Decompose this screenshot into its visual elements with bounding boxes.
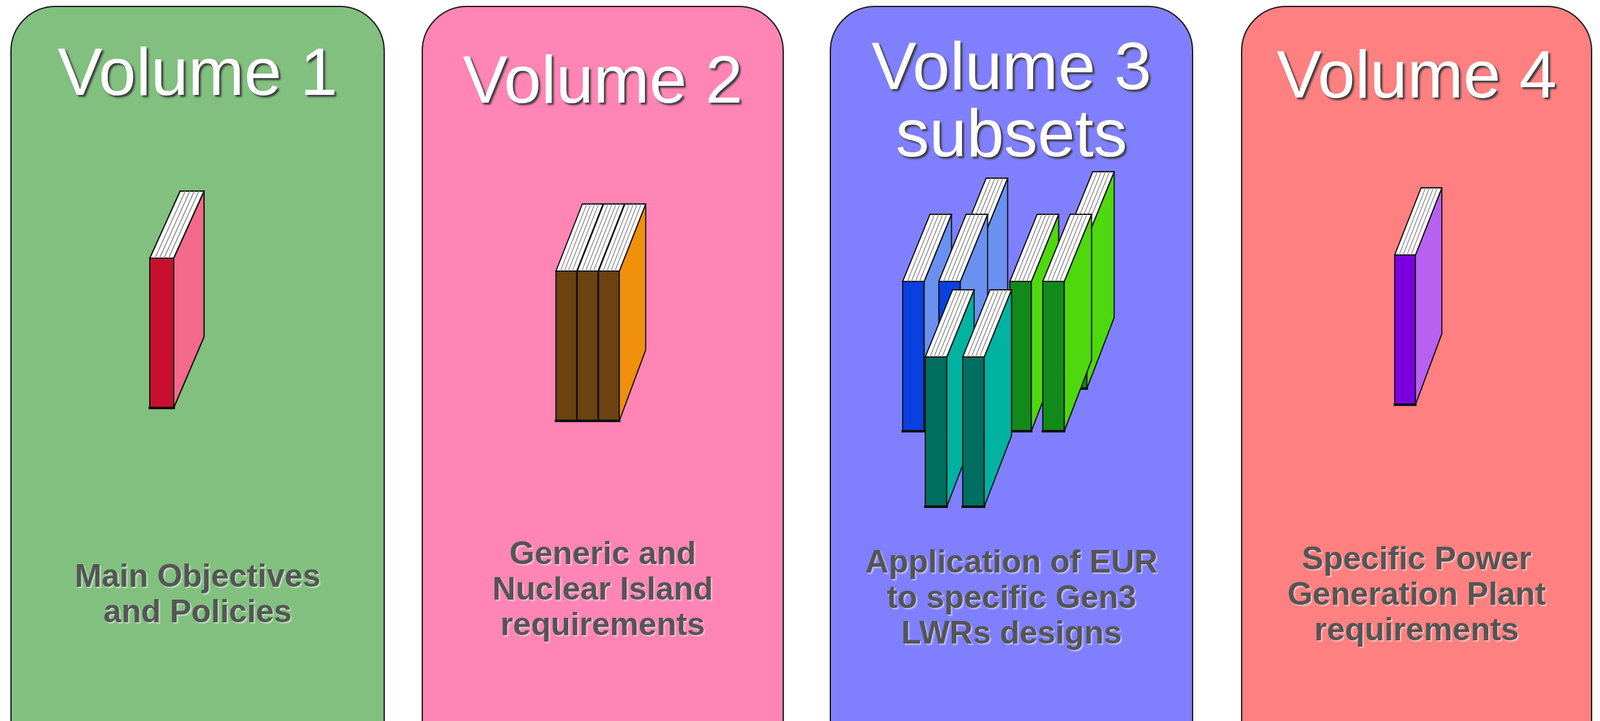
volume-heading: Volume 4 [1242, 40, 1591, 108]
volume-heading: Volume 3 subsets [850, 32, 1174, 167]
volume-description: Generic and Nuclear Island requirements [473, 535, 733, 643]
volume-heading: Volume 2 [428, 45, 778, 113]
volume-heading: Volume 1 [16, 38, 379, 106]
volume-description: Main Objectives and Policies [55, 558, 340, 630]
volume-description: Application of EUR to specific Gen3 LWRs… [850, 544, 1174, 651]
volume-description: Specific Power Generation Plant requirem… [1271, 541, 1562, 648]
